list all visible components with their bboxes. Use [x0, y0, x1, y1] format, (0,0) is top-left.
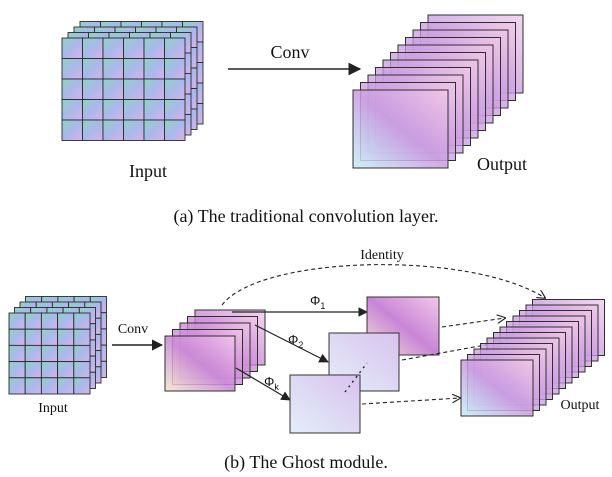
tensor-cell	[8, 328, 26, 346]
tensor-cell	[123, 58, 145, 80]
panel-b-input-label: Input	[38, 401, 68, 416]
tensor-cell	[102, 37, 124, 59]
tensor-cell	[61, 58, 83, 80]
panel-b: Input Conv Identity Φ1 Φ2 Φk Output (b) …	[8, 248, 605, 473]
panel-b-ellipsis-dots	[344, 362, 368, 393]
tensor-cell	[143, 58, 165, 80]
tensor-cell	[143, 119, 165, 141]
tensor-cell	[8, 361, 26, 379]
tensor-cell	[102, 99, 124, 121]
panel-b-ghost-map-k	[289, 374, 361, 434]
tensor-cell	[164, 78, 186, 100]
tensor-cell	[57, 361, 75, 379]
tensor-cell	[164, 99, 186, 121]
tensor-cell	[61, 99, 83, 121]
tensor-cell	[24, 328, 42, 346]
tensor-cell	[102, 58, 124, 80]
tensor-cell	[8, 377, 26, 395]
tensor-cell	[73, 344, 91, 363]
feature-map	[164, 335, 236, 392]
tensor-cell	[57, 344, 75, 363]
panel-a-caption: (a) The traditional convolution layer.	[173, 206, 438, 227]
tensor-layer	[8, 312, 91, 395]
tensor-cell	[8, 312, 26, 330]
tensor-cell	[61, 37, 83, 59]
panel-b-phik-label: Φk	[264, 374, 279, 392]
tensor-cell	[164, 119, 186, 141]
tensor-cell	[82, 78, 104, 100]
panel-b-conv-label: Conv	[118, 322, 148, 337]
feature-map	[352, 89, 449, 169]
tensor-cell	[123, 37, 145, 59]
tensor-cell	[57, 328, 75, 346]
tensor-layer	[61, 37, 186, 141]
panel-b-identity-label: Identity	[360, 248, 404, 263]
panel-a-input-tensor	[61, 21, 204, 141]
tensor-cell	[82, 119, 104, 141]
tensor-cell	[123, 78, 145, 100]
tensor-cell	[143, 78, 165, 100]
tensor-cell	[24, 361, 42, 379]
panel-a-output-stack	[352, 14, 524, 169]
tensor-cell	[61, 78, 83, 100]
tensor-cell	[123, 99, 145, 121]
tensor-cell	[24, 344, 42, 363]
panel-b-identity-arrow	[221, 264, 545, 306]
panel-a-output-label: Output	[477, 154, 527, 174]
panel-b-output-label: Output	[561, 398, 600, 413]
panel-b-input-tensor	[8, 296, 107, 395]
tensor-cell	[102, 119, 124, 141]
panel-b-intrinsic-maps	[164, 309, 266, 392]
panel-b-ghostk-to-output	[361, 398, 460, 405]
tensor-cell	[40, 361, 59, 379]
tensor-cell	[73, 312, 91, 330]
panel-a: Input Conv Output (a) The traditional co…	[61, 14, 527, 227]
tensor-cell	[40, 312, 59, 330]
panel-a-input-label: Input	[129, 161, 167, 181]
tensor-cell	[82, 58, 104, 80]
tensor-cell	[57, 312, 75, 330]
tensor-cell	[164, 58, 186, 80]
tensor-cell	[143, 37, 165, 59]
tensor-cell	[102, 78, 124, 100]
tensor-cell	[73, 361, 91, 379]
panel-b-phi2-arrow	[254, 324, 329, 363]
panel-b-caption: (b) The Ghost module.	[224, 452, 388, 473]
tensor-cell	[40, 328, 59, 346]
tensor-cell	[8, 344, 26, 363]
tensor-cell	[123, 119, 145, 141]
tensor-cell	[24, 312, 42, 330]
feature-map	[460, 359, 534, 417]
tensor-cell	[40, 377, 59, 395]
tensor-cell	[24, 377, 42, 395]
panel-b-phi2-label: Φ2	[288, 332, 303, 350]
panel-b-phik-arrow	[235, 367, 291, 401]
tensor-cell	[82, 99, 104, 121]
tensor-cell	[82, 37, 104, 59]
tensor-cell	[73, 377, 91, 395]
tensor-cell	[61, 119, 83, 141]
tensor-cell	[164, 37, 186, 59]
panel-b-ghost1-to-output	[441, 318, 505, 328]
tensor-cell	[40, 344, 59, 363]
tensor-cell	[73, 328, 91, 346]
panel-b-output-stack	[460, 299, 605, 417]
panel-b-phi1-label: Φ1	[310, 293, 325, 311]
tensor-cell	[57, 377, 75, 395]
panel-a-conv-label: Conv	[270, 42, 309, 62]
tensor-cell	[143, 99, 165, 121]
